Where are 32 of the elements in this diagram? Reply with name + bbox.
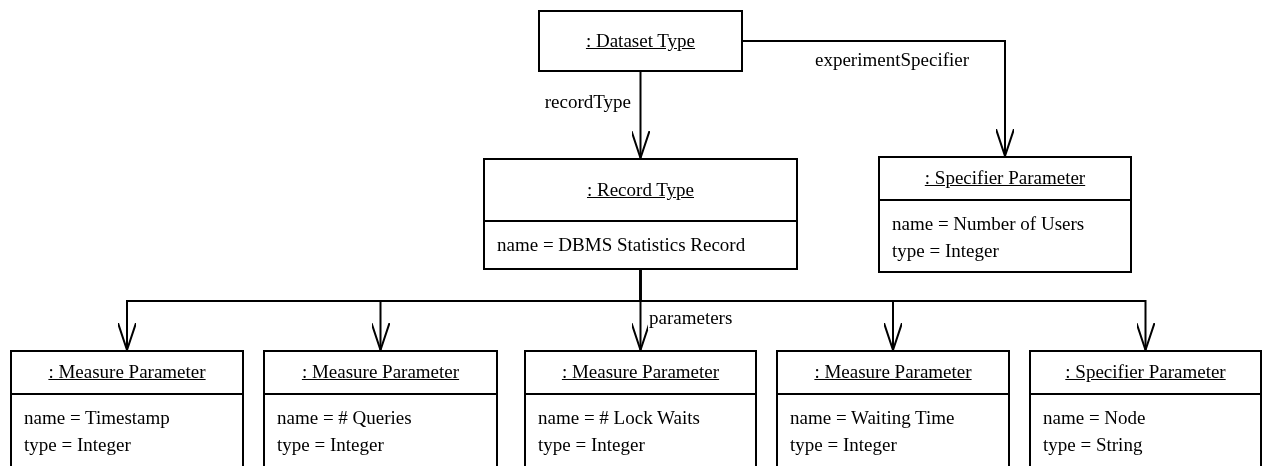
association-arrow [630, 71, 651, 159]
object-name: : Specifier Parameter [924, 166, 1086, 191]
association-arrow [639, 269, 1156, 351]
object-name: : Measure Parameter [814, 360, 972, 385]
attribute-text: type = Integer [892, 239, 1000, 263]
attribute-text: name = # Queries [277, 406, 413, 430]
attribute-text: name = Waiting Time [790, 406, 956, 430]
object-box [776, 350, 1010, 466]
attribute-text: type = Integer [277, 433, 385, 457]
attribute-text: name = DBMS Statistics Record [497, 233, 747, 257]
object-name: : Dataset Type [585, 28, 696, 53]
attribute-text: name = Number of Users [892, 212, 1086, 236]
object-box [10, 350, 244, 466]
object-box [1029, 350, 1262, 466]
object-box [263, 350, 498, 466]
attribute-text: type = String [1043, 433, 1144, 457]
attribute-text: name = Node [1043, 406, 1147, 430]
object-name: : Measure Parameter [561, 360, 720, 385]
object-name: : Record Type [587, 177, 694, 202]
attribute-text: type = Integer [790, 433, 898, 457]
object-box [483, 158, 798, 270]
attribute-text: type = Integer [538, 433, 646, 457]
association-arrow [742, 40, 1015, 157]
object-name: : Specifier Parameter [1065, 360, 1226, 385]
attribute-text: name = # Lock Waits [538, 406, 701, 430]
attribute-text: type = Integer [24, 433, 132, 457]
object-box [878, 156, 1132, 273]
object-name: : Measure Parameter [48, 360, 206, 385]
object-name: : Measure Parameter [301, 360, 460, 385]
object-box [538, 10, 743, 72]
object-box [524, 350, 757, 466]
attribute-text: name = Timestamp [24, 406, 171, 430]
